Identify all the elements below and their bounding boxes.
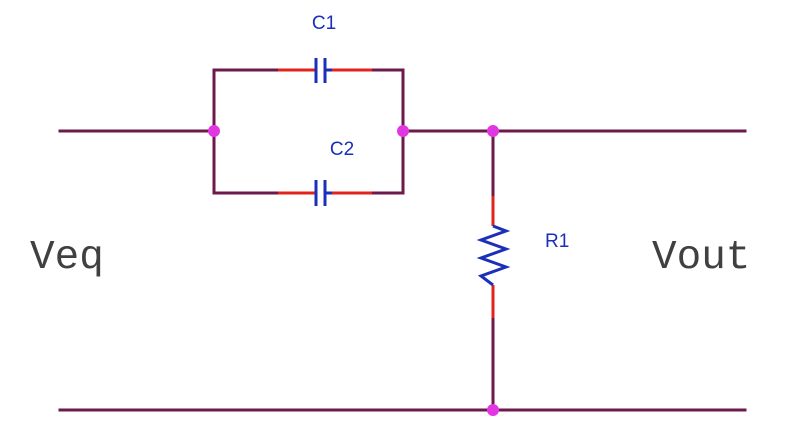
junction-node-r1-top <box>487 125 499 137</box>
resistor-r1: R1 <box>476 196 569 318</box>
r1-zigzag <box>476 224 511 287</box>
c2-label: C2 <box>330 139 354 160</box>
junction-node-left <box>208 125 220 137</box>
junction-node-r1-bottom <box>487 404 499 416</box>
wires <box>58 68 747 412</box>
junction-nodes <box>208 125 499 416</box>
c1-label: C1 <box>312 13 336 34</box>
input-port-label: Veq <box>30 235 104 281</box>
r1-label: R1 <box>545 231 569 252</box>
junction-node-right <box>397 125 409 137</box>
output-port-label: Vout <box>652 235 750 281</box>
capacitor-c2: C2 <box>278 139 372 206</box>
capacitor-c1: C1 <box>278 13 372 83</box>
